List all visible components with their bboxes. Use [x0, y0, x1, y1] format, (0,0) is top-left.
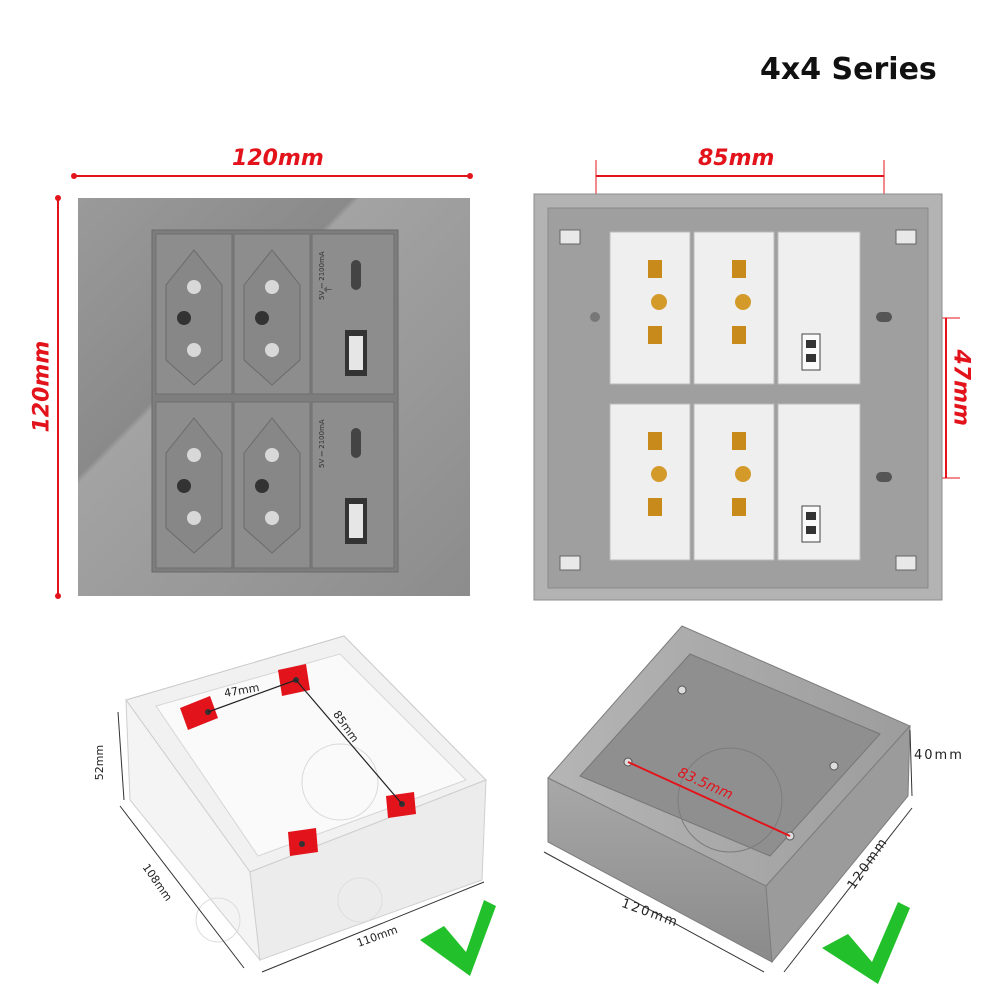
plastic-box-52-label: 52mm	[93, 744, 107, 781]
socket-module	[155, 401, 233, 569]
front-width-label: 120mm	[232, 146, 324, 171]
metal-box-depth-label: 40mm	[914, 748, 964, 763]
back-height-label: 47mm	[948, 349, 974, 426]
check-icon	[420, 900, 496, 976]
back-socket-module	[693, 231, 775, 385]
front-height-label: 120mm	[29, 340, 55, 433]
usb-module: ⏚	[311, 233, 395, 395]
back-socket-module	[693, 403, 775, 561]
metal-box-dimension-lines	[543, 729, 913, 973]
socket-module	[233, 233, 311, 395]
front-height-dimension	[55, 195, 61, 599]
metal-mounting-box	[547, 625, 911, 964]
plastic-mounting-box	[125, 635, 487, 962]
back-socket-module	[609, 403, 691, 561]
back-usb-module	[777, 403, 861, 561]
back-usb-module	[777, 231, 861, 385]
back-socket-module	[609, 231, 691, 385]
usb-rating-text: 5V ⎓ 2100mA	[318, 419, 326, 468]
check-icon	[822, 902, 910, 984]
socket-module	[233, 401, 311, 569]
front-width-dimension	[71, 173, 473, 179]
svg-text:⏚: ⏚	[321, 285, 332, 294]
back-width-label: 85mm	[698, 146, 775, 171]
usb-rating-text: 5V ⎓ 2100mA	[318, 251, 326, 300]
usb-module	[311, 401, 395, 569]
plastic-box-dimension-lines	[117, 711, 485, 973]
page-title: 4x4 Series	[760, 52, 937, 87]
socket-module	[155, 233, 233, 395]
